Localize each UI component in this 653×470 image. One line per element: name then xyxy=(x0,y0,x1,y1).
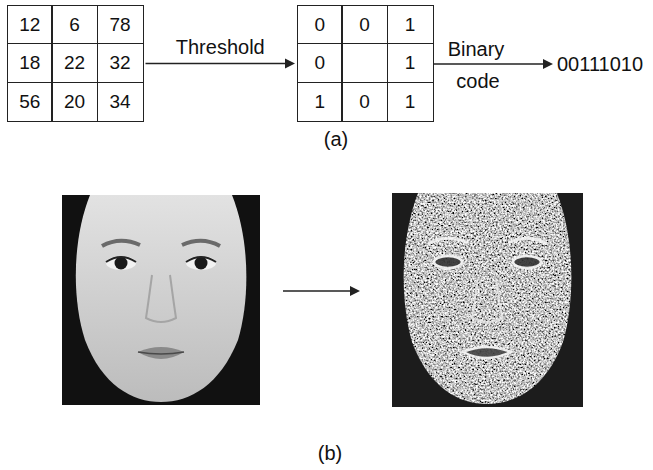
grid-cell xyxy=(341,43,388,84)
pixel-value: 20 xyxy=(64,91,85,113)
grid-cell: 0 xyxy=(341,5,388,44)
pixel-value: 56 xyxy=(19,91,40,113)
pixel-value: 6 xyxy=(69,14,80,36)
pixel-value: 1 xyxy=(314,91,325,113)
pixel-value: 0 xyxy=(359,14,370,36)
grid-cell: 1 xyxy=(387,5,434,44)
pixel-value: 12 xyxy=(19,14,40,36)
arrow-line xyxy=(283,290,352,292)
pixel-value: 34 xyxy=(109,91,130,113)
grid-cell: 0 xyxy=(297,5,343,44)
grid-cell: 34 xyxy=(97,82,144,123)
face-photo xyxy=(62,195,260,405)
grid-cell: 32 xyxy=(97,43,144,84)
arrow-line xyxy=(434,63,546,65)
arrow-label: Threshold xyxy=(176,36,265,58)
binary-code: 00111010 xyxy=(557,53,643,75)
grid-cell: 20 xyxy=(51,82,98,123)
grid-cell: 78 xyxy=(97,5,144,44)
grid-cell: 1 xyxy=(297,82,343,123)
arrow-label: Binary xyxy=(448,38,505,60)
grid-cell: 6 xyxy=(51,5,98,44)
grid-cell: 0 xyxy=(297,43,343,84)
pixel-grid: 0 0 1 0 1 1 0 1 xyxy=(297,5,434,122)
pixel-grid: 12 6 78 18 22 32 56 20 34 xyxy=(7,5,144,122)
grid-cell: 1 xyxy=(387,82,434,123)
grid-cell: 18 xyxy=(7,43,53,84)
grid-cell: 56 xyxy=(7,82,53,123)
arrow-connector xyxy=(146,59,296,69)
pixel-value: 0 xyxy=(314,14,325,36)
pixel-value: 1 xyxy=(405,14,416,36)
pixel-value: 1 xyxy=(405,52,416,74)
pixel-value: 0 xyxy=(359,91,370,113)
pixel-value: 22 xyxy=(64,52,85,74)
grid-cell: 22 xyxy=(51,43,98,84)
pixel-value: 78 xyxy=(109,14,130,36)
grid-cell: 1 xyxy=(387,43,434,84)
grid-cell: 12 xyxy=(7,5,53,44)
pixel-value: 0 xyxy=(314,52,325,74)
grid-cell: 0 xyxy=(341,82,388,123)
arrow-head xyxy=(543,59,553,69)
panel-label: (b) xyxy=(318,442,342,464)
pixel-value: 32 xyxy=(109,52,130,74)
pixel-value: 18 xyxy=(19,52,40,74)
arrow-label: code xyxy=(456,70,499,92)
lbp-image xyxy=(392,193,583,407)
panel-label: (a) xyxy=(324,128,348,150)
arrow-head xyxy=(350,286,360,296)
pixel-value: 1 xyxy=(405,91,416,113)
